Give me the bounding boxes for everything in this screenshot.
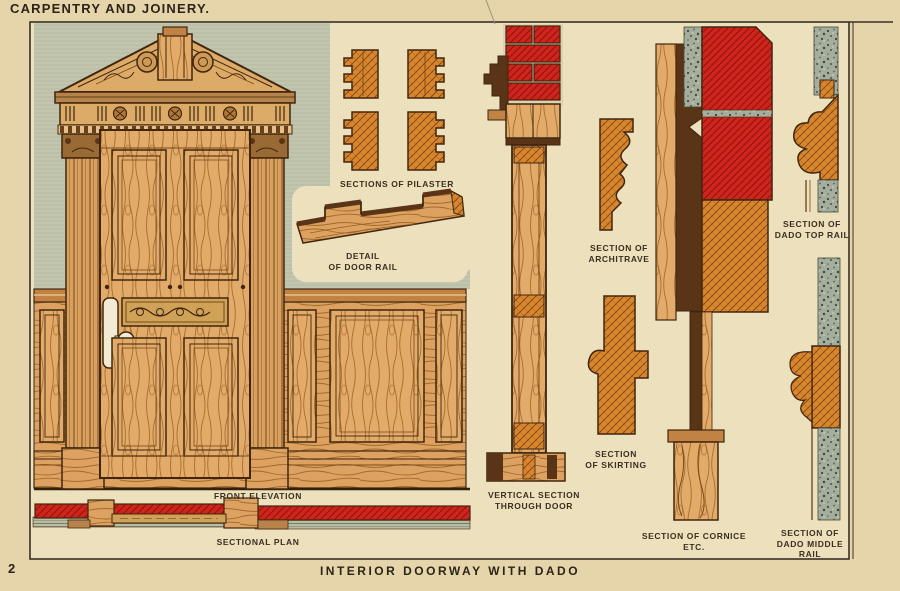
caption-line: SECTION OF: [781, 528, 839, 538]
caption-line: DADO MIDDLE: [776, 538, 844, 549]
wall-section-right: [257, 505, 471, 521]
scroll-volute: [192, 51, 214, 73]
vertical-section-drawing: [483, 24, 566, 482]
jamb-section: [223, 497, 259, 529]
caption-line: SECTION OF: [783, 219, 841, 229]
carved-lock-rail: [121, 297, 229, 327]
door-upper-panel: [111, 149, 167, 281]
caption-sectional-plan: SECTIONAL PLAN: [217, 537, 300, 548]
timber-end-grain: [701, 199, 769, 313]
scroll-volute: [136, 51, 158, 73]
pilaster-sections-drawing: [343, 49, 445, 171]
caption-dado-middle-rail: SECTION OF DADO MIDDLE RAIL: [777, 528, 844, 560]
caption-line: DETAIL: [346, 251, 380, 261]
plate-frame: [29, 21, 893, 560]
caption-dado-top-rail: SECTION OF DADO TOP RAIL: [775, 219, 850, 240]
caption-section-of-cornice: SECTION OF CORNICE ETC.: [642, 531, 746, 552]
front-elevation-drawing: [33, 23, 470, 491]
rosette: [222, 106, 238, 121]
caption-line: OF DOOR RAIL: [328, 261, 398, 272]
caption-line: FRONT ELEVATION: [213, 491, 303, 501]
door-lower-panel: [111, 337, 167, 457]
caption-line: SECTIONAL PLAN: [216, 537, 300, 547]
cornice-section-drawing: [655, 26, 773, 521]
page-number: 2: [8, 561, 16, 576]
caption-sections-of-pilaster: SECTIONS OF PILASTER: [340, 179, 454, 190]
rosette: [112, 106, 128, 121]
dado-panel: [435, 309, 463, 443]
caption-front-elevation: FRONT ELEVATION: [214, 491, 302, 502]
door-upper-panel: [183, 149, 239, 281]
skirting-section-drawing: [587, 295, 649, 435]
dado-panel: [287, 309, 317, 443]
pilaster-right: [245, 133, 289, 490]
caption-line: SECTION OF CORNICE: [641, 531, 747, 541]
caption-section-of-skirting: SECTION OF SKIRTING: [585, 449, 646, 470]
door-section: [511, 144, 547, 454]
caption-vertical-section: VERTICAL SECTION THROUGH DOOR: [488, 490, 580, 511]
caption-line: DADO TOP RAIL: [774, 229, 850, 240]
rosette: [167, 106, 183, 121]
floor-section: [486, 452, 566, 482]
dado-middle-rail-drawing: [789, 257, 841, 521]
caption-line: SECTION OF: [590, 243, 648, 253]
caption-line: ETC.: [683, 541, 705, 552]
caption-line: SECTION: [595, 449, 637, 459]
door: [99, 129, 251, 479]
caption-line: RAIL: [798, 549, 822, 559]
broken-pediment: [54, 26, 296, 104]
plate-title: INTERIOR DOORWAY WITH DADO: [319, 564, 581, 578]
door-rail-detail-drawing: [296, 188, 465, 244]
dado-panel: [39, 309, 65, 443]
caption-detail-of-door-rail: DETAIL OF DOOR RAIL: [328, 251, 397, 272]
caption-line: OF SKIRTING: [585, 459, 647, 470]
architrave-section-drawing: [599, 118, 634, 231]
scan-crack-line: [485, 0, 496, 25]
post-section: [673, 441, 719, 521]
sectional-plan-drawing: [32, 497, 471, 530]
plaster-section: [683, 26, 703, 108]
door-lower-panel: [183, 337, 239, 457]
jamb-section: [87, 499, 115, 527]
caption-line: SECTIONS OF PILASTER: [339, 179, 455, 189]
caption-line: THROUGH DOOR: [494, 500, 574, 511]
dado-panel: [329, 309, 425, 443]
brick-courses: [505, 25, 561, 101]
dado-top-rail-drawing: [793, 26, 839, 213]
pilaster-left: [61, 133, 105, 490]
caption-line: ARCHITRAVE: [588, 253, 650, 264]
page-title: CARPENTRY AND JOINERY.: [10, 1, 211, 16]
caption-line: VERTICAL SECTION: [487, 490, 581, 500]
caption-section-of-architrave: SECTION OF ARCHITRAVE: [588, 243, 649, 264]
